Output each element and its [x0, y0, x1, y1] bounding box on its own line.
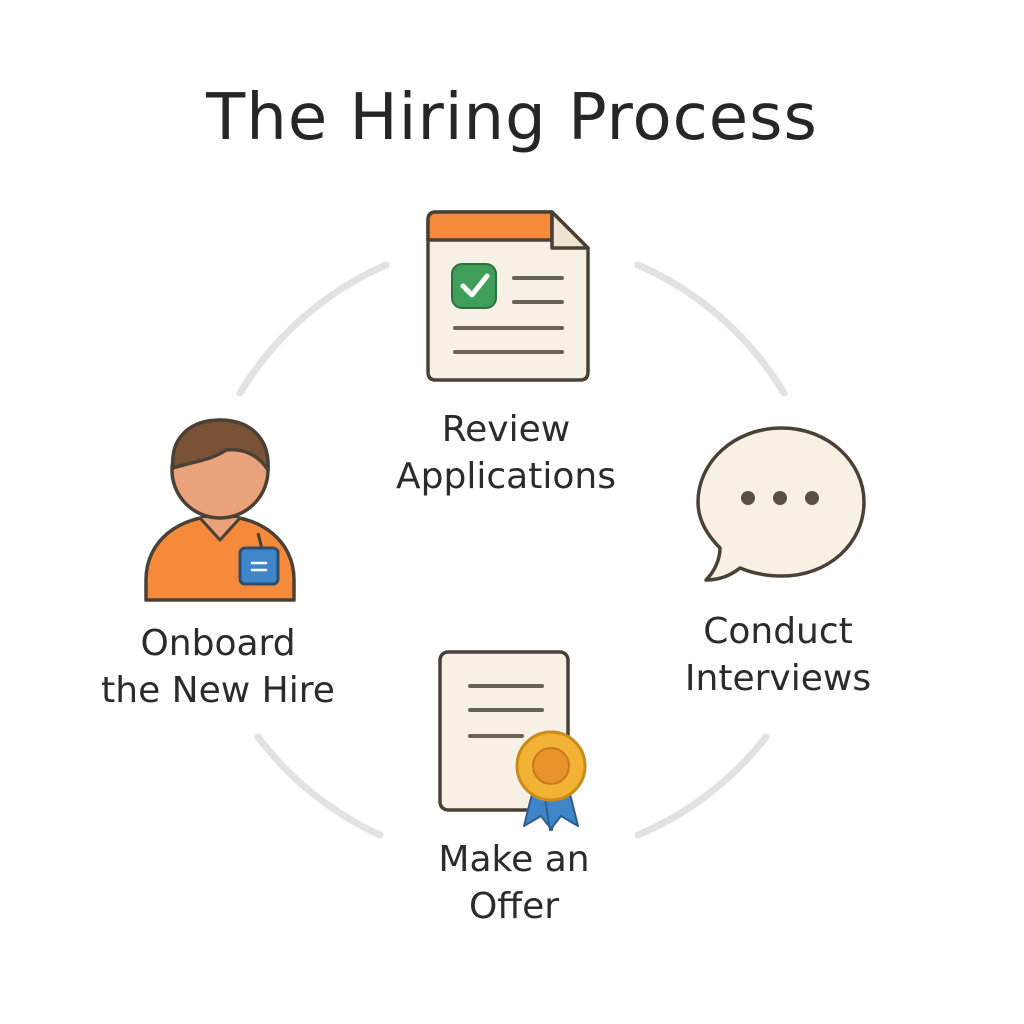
step-label-line: Onboard: [140, 623, 296, 664]
step-onboard-label: Onboard the New Hire: [68, 620, 368, 714]
step-conduct-interviews-label: Conduct Interviews: [628, 608, 928, 702]
diagram-title: The Hiring Process: [206, 81, 818, 155]
step-label-line: Offer: [468, 886, 560, 927]
step-make-offer-label: Make an Offer: [364, 836, 664, 930]
cycle-arcs: [236, 261, 788, 839]
step-label-line: Interviews: [684, 658, 872, 699]
step-label-line: Applications: [396, 456, 616, 497]
speech-bubble-icon: [696, 426, 866, 582]
step-label-line: Review: [441, 409, 571, 450]
certificate-award-icon: [438, 650, 587, 831]
arc-bottom-left: [254, 733, 384, 839]
step-label-line: the New Hire: [101, 670, 335, 711]
arc-bottom-right: [634, 733, 770, 839]
person-badge-icon: [144, 418, 296, 602]
step-review-applications-label: Review Applications: [356, 406, 656, 500]
arc-top-right: [634, 261, 788, 397]
step-label-line: Conduct: [703, 611, 853, 652]
step-label-line: Make an: [438, 839, 590, 880]
document-checklist-icon: [426, 210, 590, 382]
arc-top-left: [236, 261, 390, 397]
